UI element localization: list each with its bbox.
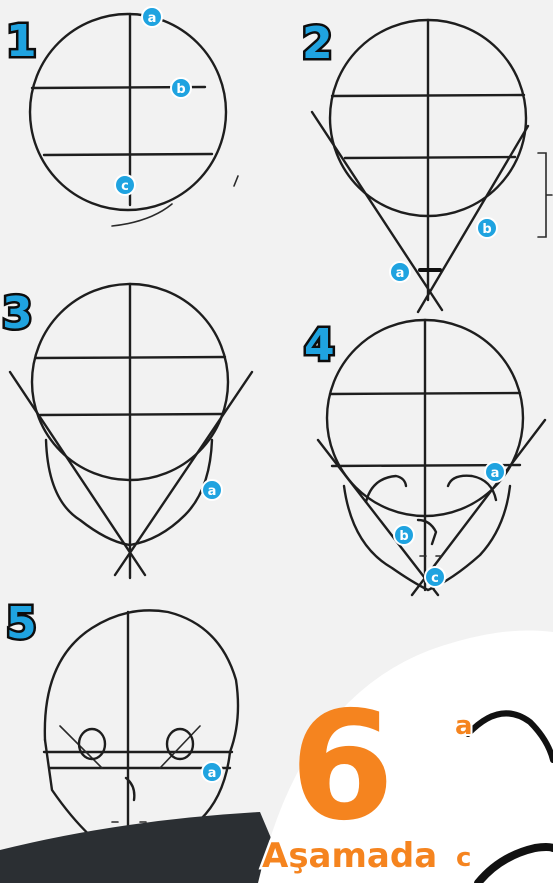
- step-6-label-a: a: [455, 711, 473, 741]
- step-6-title: Aşamada: [262, 836, 437, 876]
- step-1-drawing: [30, 14, 238, 226]
- step-2-label-a: a: [390, 262, 410, 282]
- svg-text:a: a: [208, 484, 217, 499]
- svg-text:a: a: [491, 466, 500, 481]
- step-4-label-b: b: [394, 525, 414, 545]
- step-4-number: 4: [304, 320, 335, 371]
- step-1-label-b: b: [171, 78, 191, 98]
- step-6-label-c: c: [456, 843, 471, 873]
- step-1-number: 1: [6, 16, 37, 67]
- step-4-label-a: a: [485, 462, 505, 482]
- step-5-label-a: a: [202, 762, 222, 782]
- step-3-label-a: a: [202, 480, 222, 500]
- svg-text:a: a: [396, 266, 405, 281]
- step-2-drawing: [312, 20, 552, 312]
- step-5-number: 5: [6, 598, 37, 649]
- svg-text:a: a: [148, 11, 157, 26]
- svg-text:c: c: [431, 571, 439, 586]
- step-6-number: 6: [290, 680, 394, 854]
- step-6-number-highlight: [330, 774, 346, 790]
- svg-text:b: b: [399, 529, 408, 544]
- svg-text:b: b: [482, 222, 491, 237]
- step-1-label-c: c: [115, 175, 135, 195]
- step-3-number: 3: [2, 288, 33, 339]
- svg-text:b: b: [176, 82, 185, 97]
- step-2-number: 2: [302, 18, 333, 69]
- step-1-label-a: a: [142, 7, 162, 27]
- svg-text:a: a: [208, 766, 217, 781]
- svg-text:c: c: [121, 179, 129, 194]
- step-3-drawing: [10, 284, 252, 578]
- step-4-drawing: [318, 320, 545, 595]
- step-2-label-b: b: [477, 218, 497, 238]
- step-4-label-c: c: [425, 567, 445, 587]
